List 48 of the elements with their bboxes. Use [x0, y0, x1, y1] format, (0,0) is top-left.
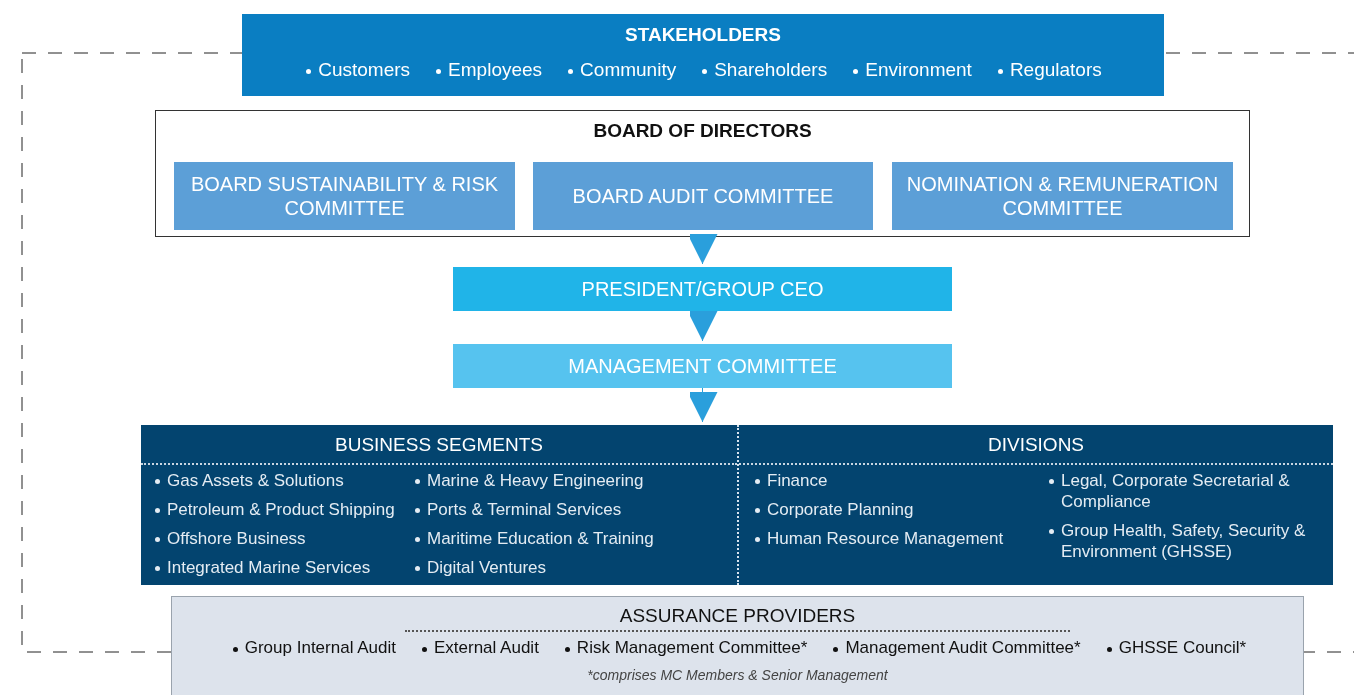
- list-item: Integrated Marine Services: [151, 557, 407, 579]
- arrow: [687, 234, 718, 265]
- list-item: Offshore Business: [151, 528, 407, 550]
- list-item: Marine & Heavy Engineering: [411, 470, 717, 492]
- committee-box: [453, 267, 952, 311]
- heading: DIVISIONS: [986, 434, 1086, 457]
- list-item: Digital Ventures: [411, 557, 717, 579]
- list-item: Corporate Planning: [751, 499, 1041, 521]
- list-item: Management Audit Committee*: [829, 637, 1081, 659]
- list-item: Ports & Terminal Services: [411, 499, 717, 521]
- list-item: Community: [566, 58, 677, 82]
- list-item: Group Internal Audit: [228, 637, 396, 659]
- committee-box: [174, 162, 515, 230]
- list-item: External Audit: [417, 637, 539, 659]
- heading: STAKEHOLDERS: [624, 24, 782, 47]
- list-item: Finance: [751, 470, 1041, 492]
- list-item: Employees: [434, 58, 543, 82]
- committee-box: [892, 162, 1233, 230]
- label: NOMINATION & REMUNERATION COMMITTEE: [905, 172, 1220, 220]
- segment-panel: [737, 425, 1333, 585]
- board-panel: [155, 110, 1250, 237]
- list-item: GHSSE Council*: [1102, 637, 1247, 659]
- label: PRESIDENT/GROUP CEO: [580, 277, 825, 301]
- assurance-panel: [171, 596, 1304, 695]
- list-item: Customers: [304, 58, 411, 82]
- heading: BOARD OF DIRECTORS: [592, 120, 813, 143]
- committee-box: [453, 344, 952, 388]
- label: BOARD AUDIT COMMITTEE: [571, 184, 835, 208]
- list-item: Petroleum & Product Shipping: [151, 499, 407, 521]
- list-item: Legal, Corporate Secretarial & Compliance: [1045, 470, 1315, 513]
- list-item: Regulators: [995, 58, 1102, 82]
- committee-box: [533, 162, 873, 230]
- list-item: Maritime Education & Training: [411, 528, 717, 550]
- footnote: *comprises MC Members & Senior Management: [587, 667, 888, 684]
- list-item: Shareholders: [700, 58, 828, 82]
- list-item: Environment: [851, 58, 972, 82]
- list-item: Human Resource Management: [751, 528, 1041, 550]
- label: MANAGEMENT COMMITTEE: [567, 354, 838, 378]
- list-item: Group Health, Safety, Security & Environment (GHSSE): [1045, 520, 1315, 563]
- heading: ASSURANCE PROVIDERS: [618, 605, 857, 628]
- stakeholder-banner: [242, 14, 1164, 96]
- segment-panel: [141, 425, 737, 585]
- list-item: Risk Management Committee*: [560, 637, 808, 659]
- arrow: [687, 387, 718, 423]
- heading: BUSINESS SEGMENTS: [334, 434, 544, 457]
- arrow: [687, 310, 718, 342]
- list-item: Gas Assets & Solutions: [151, 470, 407, 492]
- label: BOARD SUSTAINABILITY & RISK COMMITTEE: [189, 172, 500, 220]
